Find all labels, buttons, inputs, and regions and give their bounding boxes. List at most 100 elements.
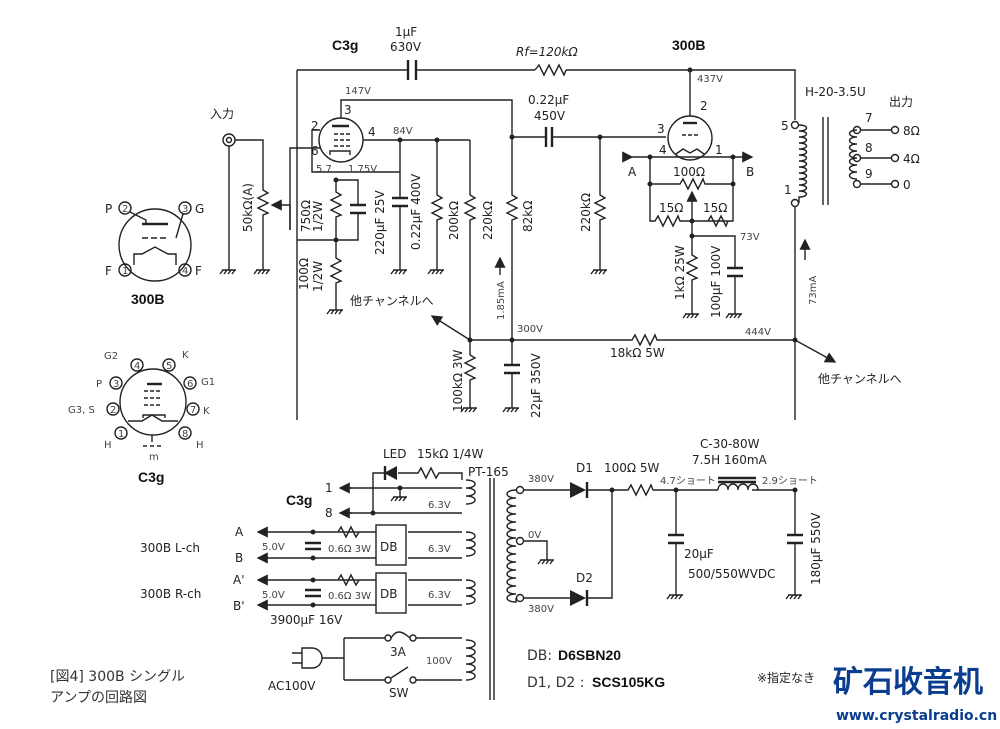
c3g-pin-g3s: G3, S	[68, 405, 95, 416]
b-plus-rail: 300V 444V 他チャンネルへ 他チャンネルへ 18kΩ 5W 100kΩ …	[350, 294, 902, 418]
c-coupling-voltage: 450V	[534, 109, 566, 123]
hum-pot-label: 100Ω	[673, 165, 705, 179]
c3900-label: 3900μF 16V	[270, 613, 343, 627]
c-coupling-value: 0.22μF	[528, 93, 569, 107]
pin-n3: 3	[182, 204, 188, 215]
r06-a: 0.6Ω 3W	[328, 544, 371, 555]
rch-b: B'	[233, 599, 245, 613]
choke-spec: 7.5H 160mA	[692, 453, 768, 467]
pin-n2: 2	[122, 204, 128, 215]
v380-a: 380V	[528, 474, 554, 485]
b300-pinout-title: 300B	[131, 291, 164, 307]
lch-a: A	[235, 525, 244, 539]
c20-label: 20μF	[684, 547, 714, 561]
db2-label: DB	[380, 587, 397, 601]
hum-balance-network: A B 100Ω 15Ω 15Ω 73V 1kΩ 25W 100μF 100V	[622, 151, 760, 319]
c3g-heater-label: C3g	[286, 492, 312, 508]
heater-supply: LED 15kΩ 1/4W PT-165 C3g 1 8 6.3V A B 30…	[140, 447, 509, 627]
r220k-grid-label: 220kΩ	[579, 193, 593, 232]
b300-tube-symbol: 437V 2 3 4 1	[657, 67, 723, 161]
opt-pin-9: 9	[865, 167, 873, 181]
c022-label: 0.22μF 400V	[409, 173, 423, 250]
c22-label: 22μF 350V	[529, 352, 543, 418]
r15b-label: 15Ω	[703, 201, 727, 215]
v50-b: 5.0V	[262, 590, 285, 601]
c3g-cathode-network: 750Ω 1/2W 220μF 25V 100Ω 1/2W	[297, 177, 387, 315]
c3g-pin-k7: K	[203, 406, 210, 417]
v50-a: 5.0V	[262, 542, 285, 553]
input-label: 入力	[210, 107, 234, 121]
c220-label: 220μF 25V	[373, 189, 387, 255]
c3g-label: C3g	[332, 37, 358, 53]
bias-voltage: 73V	[740, 232, 760, 243]
pin-f4: F	[195, 264, 202, 278]
c3g-pinout: G2 4 5 K P 3 6 G1 G3, S 2 7 K 1 8 H H m …	[68, 350, 215, 485]
power-transformer: 380V 0V 380V	[465, 474, 555, 700]
r1k-label: 1kΩ 25W	[673, 245, 687, 300]
c3g-pin-p: P	[96, 379, 102, 390]
r06-b: 0.6Ω 3W	[328, 591, 371, 602]
to-other-channel-2: 他チャンネルへ	[818, 372, 902, 386]
choke-model: C-30-80W	[700, 437, 760, 451]
r750-w-label: 1/2W	[311, 201, 325, 232]
c3g-pin-h1: H	[104, 440, 112, 451]
c3g-n1: 1	[118, 429, 124, 440]
db1-label: DB	[380, 540, 397, 554]
c3g-pin-k5: K	[182, 350, 189, 361]
v100-label: 100V	[426, 656, 452, 667]
short-29: 2.9ショート	[762, 476, 818, 487]
pin-n4: 4	[182, 266, 188, 277]
pin-p: P	[105, 202, 112, 216]
v63-a: 6.3V	[428, 500, 451, 511]
c3g-pin-g2: G2	[104, 351, 118, 362]
heater-pin-8: 8	[325, 506, 333, 520]
b300-pin-1: 1	[715, 143, 723, 157]
c100-label: 100μF 100V	[709, 245, 723, 318]
rch-label: 300B R-ch	[140, 587, 201, 601]
r100k-label: 100kΩ 3W	[451, 350, 465, 412]
c3g-n2: 2	[110, 405, 116, 416]
r15k-label: 15kΩ 1/4W	[417, 447, 484, 461]
c3g-tube-symbol: 147V 3 2 4 6 84V 5.7 1.75V	[289, 86, 513, 230]
r15a-label: 15Ω	[659, 201, 683, 215]
current-73: 73mA	[808, 276, 819, 305]
unspecified-note: ※指定なき	[757, 670, 815, 685]
db-note: DB:	[527, 648, 552, 664]
r750-label: 750Ω	[299, 200, 313, 232]
v63-b: 6.3V	[428, 544, 451, 555]
lch-b: B	[235, 551, 243, 565]
out-4ohm: 4Ω	[903, 152, 920, 166]
opt-pin-1: 1	[784, 183, 792, 197]
c-fb-voltage: 630V	[390, 40, 422, 54]
rf-label: Rf=120kΩ	[516, 45, 578, 59]
feedback-network: 1μF 630V Rf=120kΩ	[296, 25, 796, 420]
r200k-label: 200kΩ	[447, 201, 461, 240]
input-section: 入力 50kΩ(A)	[210, 107, 291, 275]
out-0: 0	[903, 178, 911, 192]
opt-pin-7: 7	[865, 111, 873, 125]
rectifier-filter: D1 D2 100Ω 5W C-30-80W 7.5H 160mA 4.7ショー…	[524, 437, 823, 606]
v0-label: 0V	[528, 530, 541, 541]
b300-pin-4: 4	[659, 143, 667, 157]
c-fb-value: 1μF	[395, 25, 417, 39]
rch-a: A'	[233, 573, 245, 587]
out-8ohm: 8Ω	[903, 124, 920, 138]
rf-resistor	[534, 63, 567, 77]
opt-pin-5: 5	[781, 119, 789, 133]
r100-w-label: 1/2W	[311, 261, 325, 292]
d12-note: D1, D2 :	[527, 675, 584, 691]
led-label: LED	[383, 447, 407, 461]
b300-pin-2: 2	[700, 99, 708, 113]
output-label: 出力	[889, 95, 913, 109]
watermark: 矿石收音机 www.crystalradio.cn	[833, 665, 997, 724]
d2-label: D2	[576, 571, 593, 585]
pin-2: 2	[311, 119, 319, 133]
b300-label: 300B	[672, 37, 705, 53]
pin-3: 3	[344, 103, 352, 117]
sw-label: SW	[389, 686, 409, 700]
c3g-cathode-b: 1.75V	[348, 164, 377, 175]
r100-label: 100Ω	[297, 258, 311, 290]
c3g-pin-m: m	[149, 452, 159, 463]
lch-label: 300B L-ch	[140, 541, 200, 555]
